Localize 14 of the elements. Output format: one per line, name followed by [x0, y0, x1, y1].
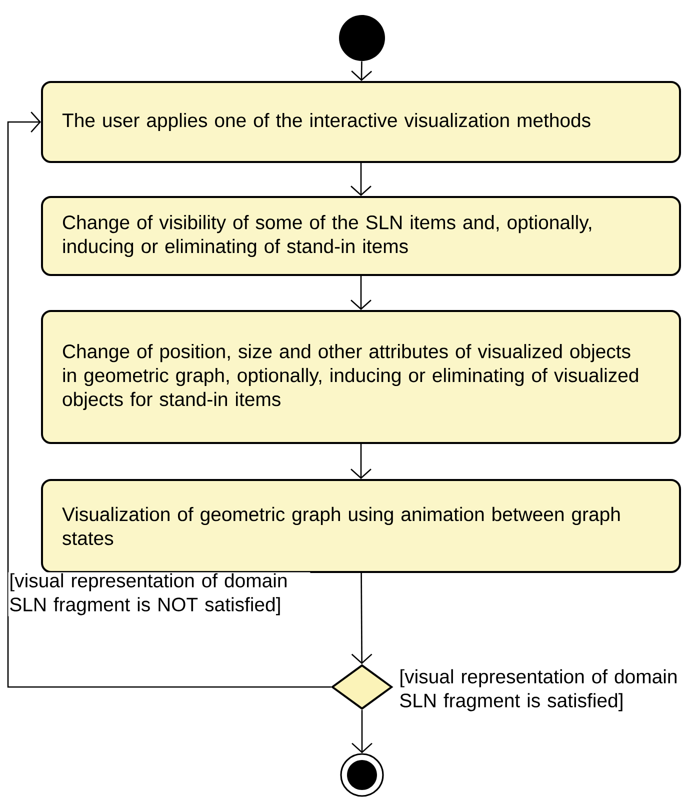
- arrow: [352, 710, 372, 754]
- activity-box: Change of visibility of some of the SLN items and, optionally, inducing or eliminating of stand-in items: [41, 196, 681, 276]
- guard-label: [visual representation of domain SLN fragment is NOT satisfied]: [8, 572, 310, 616]
- end-node: [340, 753, 384, 797]
- arrow: [7, 112, 331, 688]
- arrow: [350, 276, 372, 310]
- start-node: [339, 15, 385, 61]
- activity-box: Change of position, size and other attributes of visualized objects in geometric graph, optionally, inducing or eliminating of visualized objects for stand-in items: [41, 310, 681, 444]
- guard-label: [visual representation of domain SLN fragment is satisfied]: [398, 668, 687, 712]
- activity-box: Visualization of geometric graph using animation between graph states: [41, 479, 681, 573]
- arrow: [351, 573, 372, 664]
- arrow: [350, 163, 372, 196]
- activity-box: The user applies one of the interactive visualization methods: [41, 81, 681, 163]
- arrow: [350, 444, 372, 479]
